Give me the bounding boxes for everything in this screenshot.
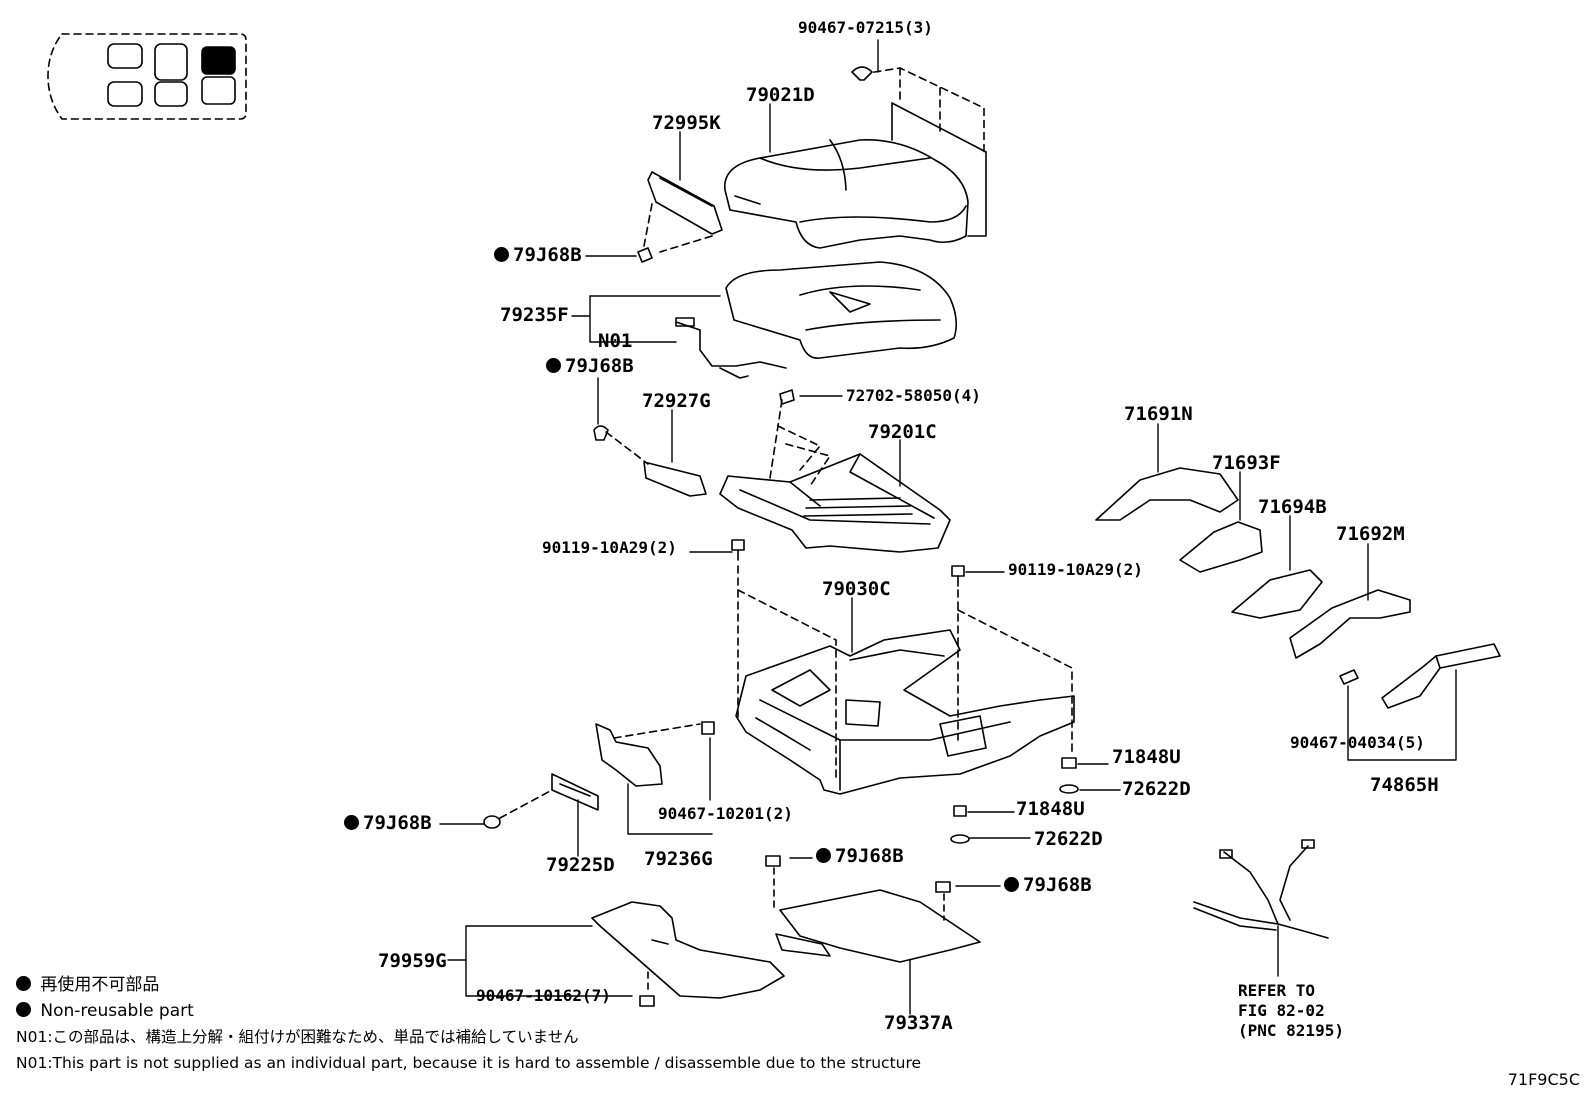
- non-reusable-dot-icon: [494, 247, 509, 262]
- clip-icon: [851, 66, 873, 81]
- under-cover-79959g: [591, 901, 785, 999]
- clip-icon: [765, 855, 781, 867]
- label-79j68b-5-text: 79J68B: [1023, 874, 1092, 896]
- label-71692m: 71692M: [1336, 523, 1405, 545]
- harness-reference: REFER TO FIG 82-02 (PNC 82195): [1238, 981, 1344, 1041]
- dashed-leader-79225d: [499, 789, 553, 819]
- bracket-79236g: [595, 723, 663, 787]
- label-79j68b-1-text: 79J68B: [513, 244, 582, 266]
- non-reusable-dot-icon: [16, 976, 31, 991]
- label-71848u-upper: 71848U: [1112, 746, 1181, 768]
- refer-line-1: REFER TO: [1238, 981, 1316, 1000]
- label-79j68b-3-text: 79J68B: [363, 812, 432, 834]
- rail-74865h: [1381, 643, 1501, 709]
- clip-icon: [639, 995, 655, 1007]
- label-n01: N01: [598, 330, 633, 352]
- label-90119-10a29-left: 90119-10A29(2): [542, 538, 677, 557]
- label-71693f: 71693F: [1212, 452, 1281, 474]
- refer-line-2: FIG 82-02: [1238, 1001, 1325, 1020]
- side-cover-71693f: [1179, 521, 1263, 573]
- bolt-icon: [731, 539, 745, 561]
- dashed-leader-79337a: [773, 867, 945, 921]
- clip-icon: [779, 389, 795, 405]
- seat-cushion-cover-79021d: [724, 102, 987, 249]
- label-79959g: 79959G: [378, 950, 447, 972]
- legend-jp: 再使用不可部品: [16, 976, 159, 994]
- note-n01-jp: N01:この部品は、構造上分解・組付けが困難なため、単品では補給していません: [16, 1028, 579, 1046]
- label-79j68b-4: 79J68B: [816, 847, 904, 866]
- dashed-leader-90467-07215: [861, 67, 985, 153]
- seat-frame-79030c: [735, 629, 1075, 795]
- seat-cushion-pad-79235f: [725, 261, 958, 359]
- clip-icon: [1339, 669, 1359, 685]
- label-79030c: 79030C: [822, 578, 891, 600]
- non-reusable-dot-icon: [546, 358, 561, 373]
- label-74865h: 74865H: [1370, 774, 1439, 796]
- label-79021d: 79021D: [746, 84, 815, 106]
- side-cover-71691n: [1095, 467, 1239, 521]
- dashed-leader-79236g: [613, 723, 701, 739]
- label-79j68b-4-text: 79J68B: [835, 845, 904, 867]
- bolt-icon: [701, 721, 715, 735]
- label-71691n: 71691N: [1124, 403, 1193, 425]
- label-72927g: 72927G: [642, 390, 711, 412]
- cushion-trim-72995k: [647, 171, 723, 235]
- non-reusable-dot-icon: [816, 848, 831, 863]
- dashed-leader-72995k: [643, 203, 713, 253]
- dashed-leader-72927g: [605, 431, 649, 465]
- washer-icon: [950, 834, 970, 844]
- label-79j68b-5: 79J68B: [1004, 876, 1092, 895]
- clip-icon: [953, 757, 1077, 817]
- side-cover-71692m: [1289, 589, 1411, 659]
- label-90467-10201: 90467-10201(2): [658, 804, 793, 823]
- refer-line-3: (PNC 82195): [1238, 1021, 1344, 1040]
- washer-icon: [1059, 784, 1079, 794]
- label-71848u-lower: 71848U: [1016, 798, 1085, 820]
- label-79j68b-3: 79J68B: [344, 814, 432, 833]
- label-79236g: 79236G: [644, 848, 713, 870]
- label-71694b: 71694B: [1258, 496, 1327, 518]
- label-79225d: 79225D: [546, 854, 615, 876]
- bolt-icon: [951, 565, 965, 587]
- non-reusable-dot-icon: [16, 1002, 31, 1017]
- label-79j68b-2: 79J68B: [546, 357, 634, 376]
- label-79j68b-2-text: 79J68B: [565, 355, 634, 377]
- label-90467-07215: 90467-07215(3): [798, 18, 933, 37]
- label-79j68b-1: 79J68B: [494, 246, 582, 265]
- legend-en: Non-reusable part: [16, 1002, 194, 1020]
- legend-en-text: Non-reusable part: [40, 1001, 194, 1021]
- hinge-cover-72927g: [643, 461, 707, 497]
- side-cover-71694b: [1231, 569, 1323, 619]
- label-79235f: 79235F: [500, 304, 569, 326]
- label-72622d-upper: 72622D: [1122, 778, 1191, 800]
- leader-lines: [439, 39, 1457, 1015]
- clip-icon: [593, 425, 609, 441]
- label-72622d-lower: 72622D: [1034, 828, 1103, 850]
- seat-cushion-frame-79201c: [719, 453, 951, 553]
- label-79201c: 79201C: [868, 421, 937, 443]
- legend-jp-text: 再使用不可部品: [40, 975, 160, 995]
- clip-icon: [637, 247, 653, 263]
- wire-harness-ref: [1193, 839, 1329, 939]
- note-n01-en: N01:This part is not supplied as an indi…: [16, 1054, 922, 1072]
- wire-harness-n01: [675, 317, 787, 379]
- label-79337a: 79337A: [884, 1012, 953, 1034]
- under-cover-79337a: [775, 889, 981, 963]
- non-reusable-dot-icon: [1004, 877, 1019, 892]
- label-90119-10a29-right: 90119-10A29(2): [1008, 560, 1143, 579]
- figure-code: 71F9C5C: [1507, 1070, 1580, 1089]
- label-90467-10162: 90467-10162(7): [476, 986, 611, 1005]
- clip-icon: [483, 815, 501, 829]
- label-90467-04034: 90467-04034(5): [1290, 733, 1425, 752]
- label-72995k: 72995K: [652, 112, 721, 134]
- dashed-leader-72702: [769, 399, 831, 487]
- cover-79225d: [551, 773, 599, 811]
- clip-icon: [935, 881, 951, 893]
- label-72702-58050: 72702-58050(4): [846, 386, 981, 405]
- non-reusable-dot-icon: [344, 815, 359, 830]
- seat-locator-icon: [47, 33, 247, 120]
